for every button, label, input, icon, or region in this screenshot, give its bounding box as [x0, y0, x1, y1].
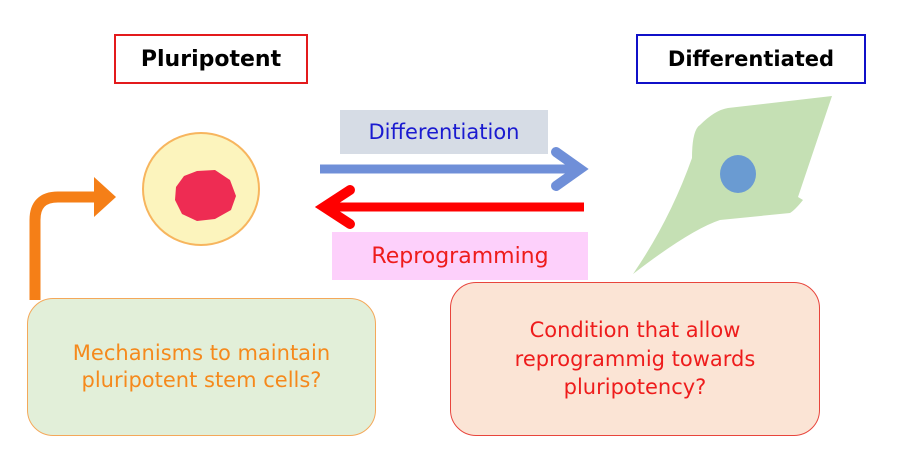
differentiated-label: Differentiated — [667, 47, 835, 71]
reprogramming-label: Reprogramming — [371, 243, 549, 269]
pluripotent-label: Pluripotent — [140, 46, 282, 72]
reprogramming-label-band: Reprogramming — [332, 232, 588, 280]
callout-right-line-2: reprogrammig towards — [514, 346, 756, 371]
differentiation-label-band: Differentiation — [340, 110, 548, 154]
callout-left-line-2: pluripotent stem cells? — [81, 368, 322, 392]
callout-left-line-1: Mechanisms to maintain — [72, 340, 331, 365]
differentiated-title-box: Differentiated — [636, 34, 866, 84]
differentiated-cell-icon — [633, 96, 832, 274]
callout-right-line-1: Condition that allow — [529, 318, 741, 343]
maintenance-question-callout: Mechanisms to maintain pluripotent stem … — [27, 298, 376, 436]
maintenance-arrow-icon — [29, 177, 116, 300]
differentiation-arrow-icon — [320, 147, 589, 191]
pluripotent-title-box: Pluripotent — [114, 34, 308, 84]
reprogramming-arrow-icon — [314, 185, 584, 229]
differentiation-label: Differentiation — [368, 120, 520, 144]
reprogramming-question-callout: Condition that allow reprogrammig toward… — [450, 282, 820, 436]
callout-right-line-3: pluripotency? — [563, 375, 707, 400]
pluripotent-cell-icon — [142, 132, 260, 246]
